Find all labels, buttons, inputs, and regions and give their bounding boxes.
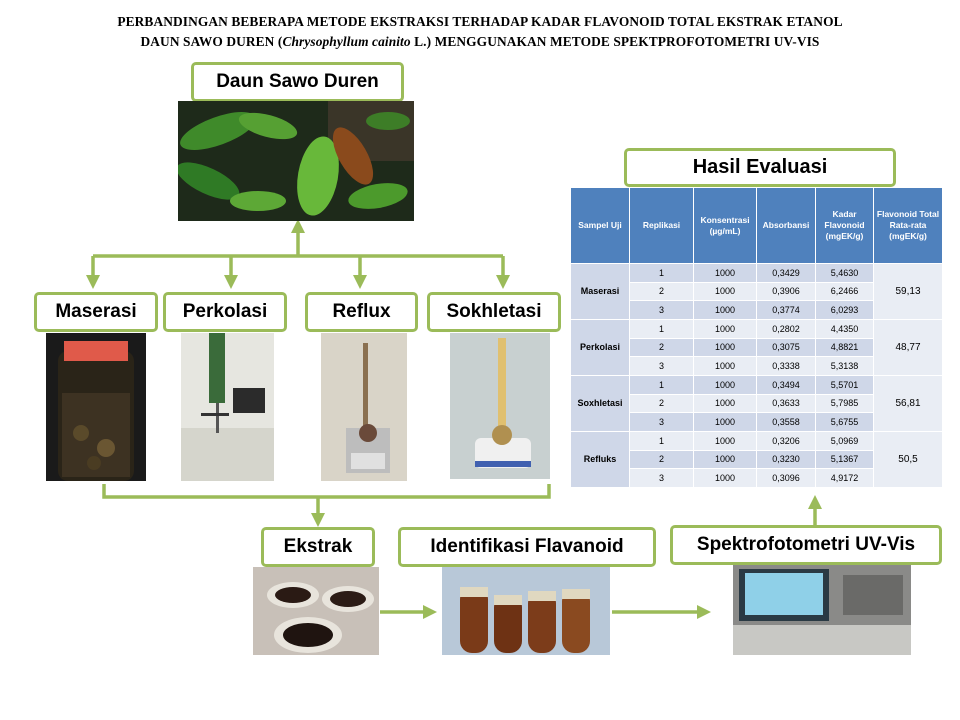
photo-identifikasi	[442, 567, 610, 655]
group-average: 50,5	[873, 430, 943, 489]
group-name: Maserasi	[570, 263, 630, 320]
table-row: Perkolasi 1 1000 0,2802 4,4350 48,77	[570, 318, 943, 376]
node-spektrofotometri: Spektrofotometri UV-Vis	[670, 525, 942, 565]
node-ekstrak: Ekstrak	[261, 527, 375, 567]
col-header: Replikasi	[629, 187, 694, 264]
group-average: 48,77	[873, 318, 943, 376]
col-header: Absorbansi	[756, 187, 816, 264]
table-row: 2 1000 0,3633 5,7985	[571, 393, 943, 414]
photo-leaves	[178, 101, 414, 221]
col-header: Sampel Uji	[570, 187, 630, 264]
photo-reflux	[321, 333, 407, 481]
table-row: Refluks 1 1000 0,3206 5,0969 50,5	[570, 430, 943, 489]
node-daun-sawo-duren: Daun Sawo Duren	[191, 62, 404, 102]
col-header: Konsentrasi (µg/mL)	[693, 187, 757, 264]
group-name: Soxhletasi	[570, 374, 630, 432]
node-hasil-evaluasi: Hasil Evaluasi	[624, 148, 896, 187]
photo-maserasi	[46, 333, 146, 481]
node-maserasi: Maserasi	[34, 292, 158, 332]
table-row: Maserasi 1 1000 0,3429 5,4630 59,13	[570, 263, 943, 320]
node-sokhletasi: Sokhletasi	[427, 292, 561, 332]
group-name: Perkolasi	[570, 318, 630, 376]
collect-line	[102, 484, 551, 499]
table-row: 3 1000 0,3774 6,0293	[571, 300, 943, 320]
table-header-row: Sampel Uji Replikasi Konsentrasi (µg/mL)…	[570, 187, 943, 264]
group-average: 59,13	[873, 263, 943, 320]
results-table: Sampel Uji Replikasi Konsentrasi (µg/mL)…	[570, 187, 943, 489]
photo-ekstrak	[253, 567, 379, 655]
group-average: 56,81	[873, 374, 943, 432]
table-row: 3 1000 0,3558 5,6755	[571, 412, 943, 432]
photo-spektrofotometer	[733, 565, 911, 655]
title-line-1: PERBANDINGAN BEBERAPA METODE EKSTRAKSI T…	[117, 14, 843, 29]
col-header: Kadar Flavonoid (mgEK/g)	[815, 187, 874, 264]
col-header: Flavonoid Total Rata-rata (mgEK/g)	[873, 187, 943, 264]
photo-perkolasi	[181, 333, 274, 481]
table-row: 3 1000 0,3096 4,9172	[571, 468, 943, 488]
node-perkolasi: Perkolasi	[163, 292, 287, 332]
node-reflux: Reflux	[305, 292, 418, 332]
node-identifikasi-flavanoid: Identifikasi Flavanoid	[398, 527, 656, 567]
species-name: Chrysophyllum cainito	[282, 34, 411, 49]
photo-sokhletasi	[450, 333, 550, 479]
poster-title: PERBANDINGAN BEBERAPA METODE EKSTRAKSI T…	[20, 12, 940, 52]
title-line-2: DAUN SAWO DUREN (Chrysophyllum cainito L…	[140, 34, 820, 49]
group-name: Refluks	[570, 430, 630, 489]
table-row: Soxhletasi 1 1000 0,3494 5,5701 56,81	[570, 374, 943, 432]
